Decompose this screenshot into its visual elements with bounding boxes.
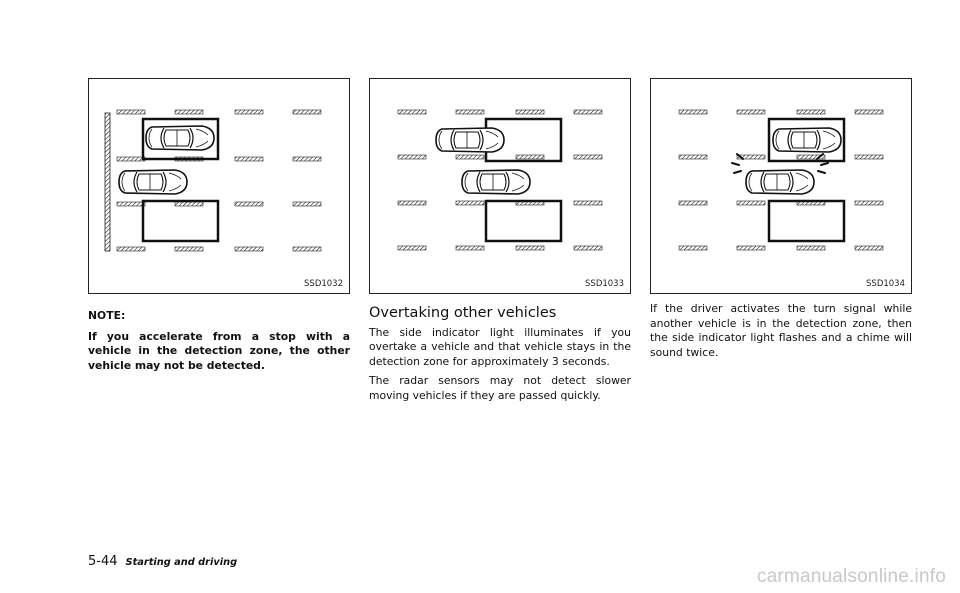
illustration-parking-lot-3 [678,109,884,251]
figure-ssd1033: SSD1033 [369,78,631,294]
watermark: carmanualsonline.info [756,566,946,587]
page-footer: 5-44 Starting and driving [88,554,237,569]
figure-ssd1034: SSD1034 [650,78,912,294]
body-paragraph: If the driver activates the turn signal … [650,302,912,359]
note-heading: NOTE: [88,309,126,322]
illustration-parking-lot-1 [104,109,322,252]
body-paragraph: The side indicator light illuminates if … [369,325,631,368]
figure-ssd1032: SSD1032 [88,78,350,294]
figure-id: SSD1033 [585,279,624,289]
note-text: If you accelerate from a stop with a veh… [88,329,350,372]
figure-id: SSD1032 [304,279,343,289]
section-title: Overtaking other vehicles [369,305,557,321]
page-number: 5-44 [88,554,118,569]
body-paragraph: The radar sensors may not detect slower … [369,374,631,402]
figure-id: SSD1034 [866,279,905,289]
middle-column: Overtaking other vehicles The side indic… [369,306,631,409]
right-column: If the driver activates the turn signal … [650,302,912,365]
footer-section-title: Starting and driving [125,557,238,568]
left-column: NOTE: If you accelerate from a stop with… [88,309,350,378]
illustration-parking-lot-2 [397,109,603,251]
turn-signal-flash-icon [731,153,829,174]
